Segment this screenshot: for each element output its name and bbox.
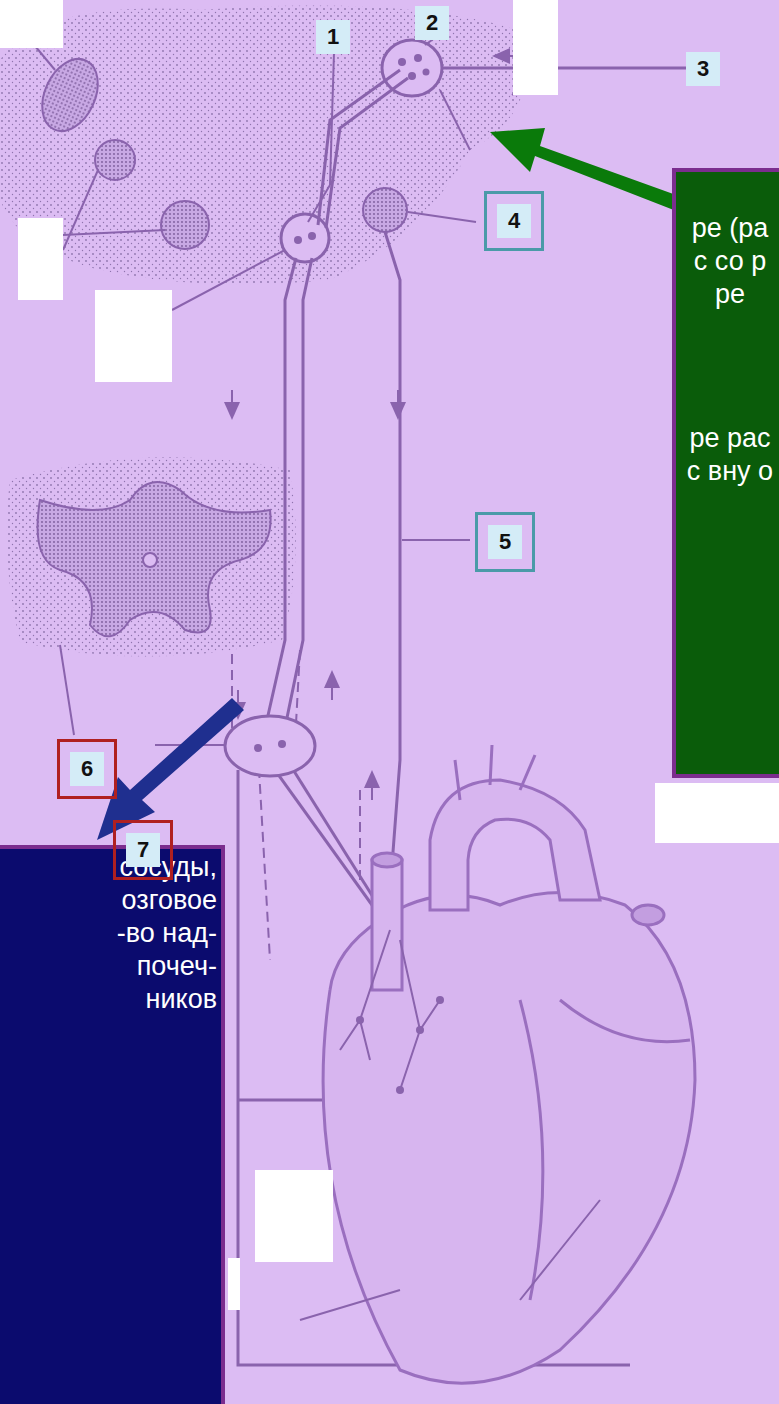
callout-text: ре рас с вну о	[682, 422, 778, 488]
callout-number: 5	[488, 525, 522, 559]
callout-number: 7	[126, 833, 160, 867]
callout-number: 2	[415, 6, 449, 40]
callout-number: 4	[497, 204, 531, 238]
callout-number: 1	[316, 20, 350, 54]
callout-text: ре (ра с со р ре	[682, 212, 778, 311]
callout-box: ре (ра с со р ре ре рас с вну о	[672, 168, 779, 778]
callout-text: сосуды, озговое -во над- почеч- ников	[80, 851, 217, 1016]
callout-number: 6	[70, 752, 104, 786]
callout-number: 3	[686, 52, 720, 86]
callout-box: сосуды, озговое -во над- почеч- ников	[0, 845, 225, 1404]
